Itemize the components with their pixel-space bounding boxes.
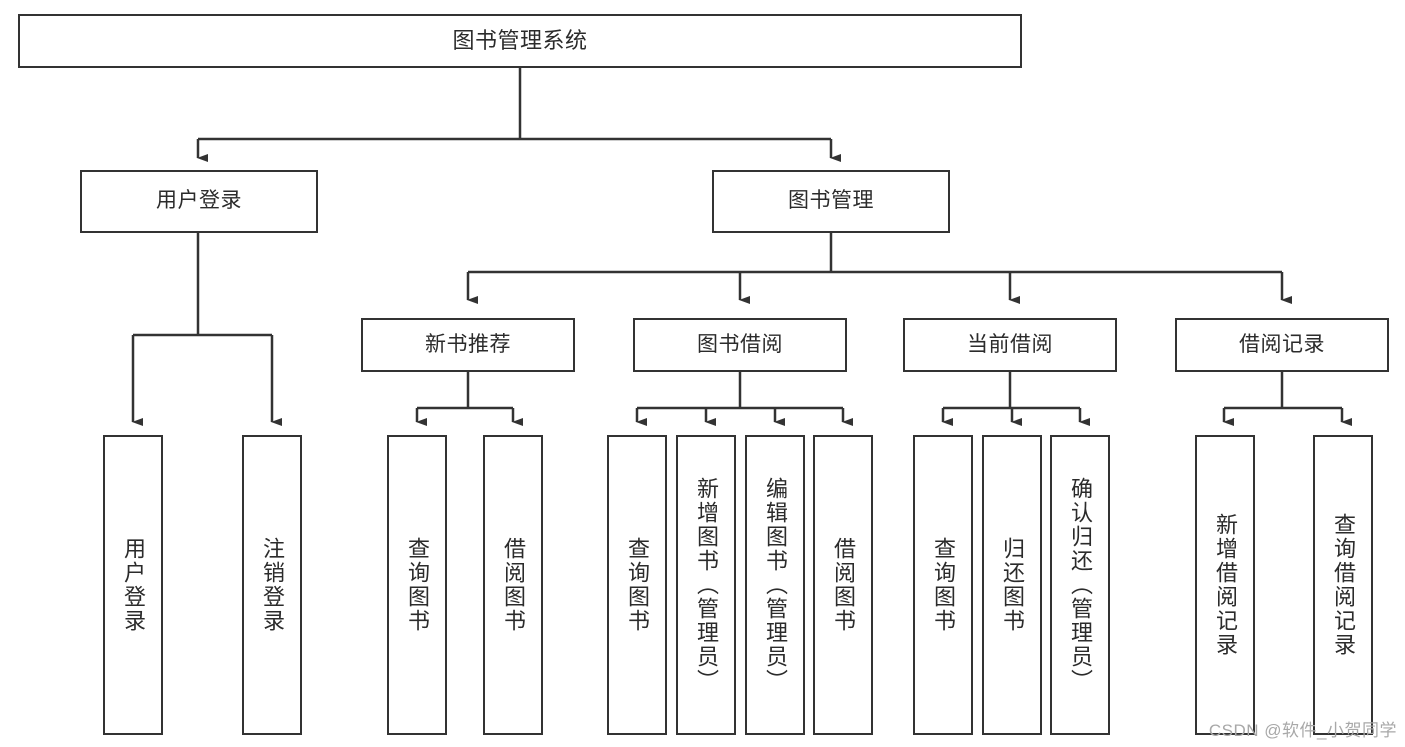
node-book-management[interactable]: 图书管理 bbox=[712, 170, 950, 233]
node-leaf-borrow-book[interactable]: 借阅图书 bbox=[813, 435, 873, 735]
node-leaf-confirm-return-admin-label: 确认归还（管理员） bbox=[1068, 477, 1093, 693]
node-root-system[interactable]: 图书管理系统 bbox=[18, 14, 1022, 68]
node-leaf-query-book-recommend[interactable]: 查询图书 bbox=[387, 435, 447, 735]
connector-userlogin-to-leaves bbox=[131, 233, 282, 426]
node-leaf-edit-book-admin-label: 编辑图书（管理员） bbox=[763, 477, 788, 693]
node-leaf-return-book-label: 归还图书 bbox=[1000, 537, 1025, 633]
node-borrow-record-label: 借阅记录 bbox=[1239, 332, 1325, 356]
connector-current-to-leaves bbox=[941, 372, 1090, 426]
node-leaf-user-login-label: 用户登录 bbox=[121, 537, 146, 633]
node-leaf-query-book-borrow[interactable]: 查询图书 bbox=[607, 435, 667, 735]
node-book-borrow[interactable]: 图书借阅 bbox=[633, 318, 847, 372]
connector-borrow-to-leaves bbox=[635, 372, 853, 426]
node-leaf-add-book-admin[interactable]: 新增图书（管理员） bbox=[676, 435, 736, 735]
node-new-book-recommend[interactable]: 新书推荐 bbox=[361, 318, 575, 372]
node-leaf-borrow-book-recommend[interactable]: 借阅图书 bbox=[483, 435, 543, 735]
connector-root-to-level2 bbox=[196, 68, 841, 162]
node-book-management-label: 图书管理 bbox=[788, 189, 874, 213]
node-current-borrow-label: 当前借阅 bbox=[967, 332, 1053, 356]
node-leaf-borrow-book-recommend-label: 借阅图书 bbox=[501, 537, 526, 633]
node-leaf-confirm-return-admin[interactable]: 确认归还（管理员） bbox=[1050, 435, 1110, 735]
connector-bookmgmt-to-level3 bbox=[466, 233, 1292, 304]
node-leaf-return-book[interactable]: 归还图书 bbox=[982, 435, 1042, 735]
node-leaf-borrow-book-label: 借阅图书 bbox=[831, 537, 856, 633]
node-root-system-label: 图书管理系统 bbox=[452, 28, 588, 54]
node-leaf-query-book-current[interactable]: 查询图书 bbox=[913, 435, 973, 735]
node-leaf-query-book-borrow-label: 查询图书 bbox=[625, 537, 650, 633]
node-new-book-recommend-label: 新书推荐 bbox=[425, 332, 511, 356]
node-user-login-label: 用户登录 bbox=[156, 189, 242, 213]
node-leaf-query-borrow-record-label: 查询借阅记录 bbox=[1331, 513, 1356, 657]
node-book-borrow-label: 图书借阅 bbox=[697, 332, 783, 356]
node-leaf-logout-label: 注销登录 bbox=[260, 537, 285, 633]
node-user-login[interactable]: 用户登录 bbox=[80, 170, 318, 233]
node-borrow-record[interactable]: 借阅记录 bbox=[1175, 318, 1389, 372]
node-leaf-user-login[interactable]: 用户登录 bbox=[103, 435, 163, 735]
node-leaf-logout[interactable]: 注销登录 bbox=[242, 435, 302, 735]
node-leaf-add-borrow-record[interactable]: 新增借阅记录 bbox=[1195, 435, 1255, 735]
node-leaf-edit-book-admin[interactable]: 编辑图书（管理员） bbox=[745, 435, 805, 735]
node-leaf-query-book-current-label: 查询图书 bbox=[931, 537, 956, 633]
node-leaf-query-book-recommend-label: 查询图书 bbox=[405, 537, 430, 633]
node-leaf-add-borrow-record-label: 新增借阅记录 bbox=[1213, 513, 1238, 657]
node-leaf-query-borrow-record[interactable]: 查询借阅记录 bbox=[1313, 435, 1373, 735]
connector-newbook-to-leaves bbox=[415, 372, 523, 426]
node-current-borrow[interactable]: 当前借阅 bbox=[903, 318, 1117, 372]
connector-record-to-leaves bbox=[1222, 372, 1352, 426]
node-leaf-add-book-admin-label: 新增图书（管理员） bbox=[694, 477, 719, 693]
